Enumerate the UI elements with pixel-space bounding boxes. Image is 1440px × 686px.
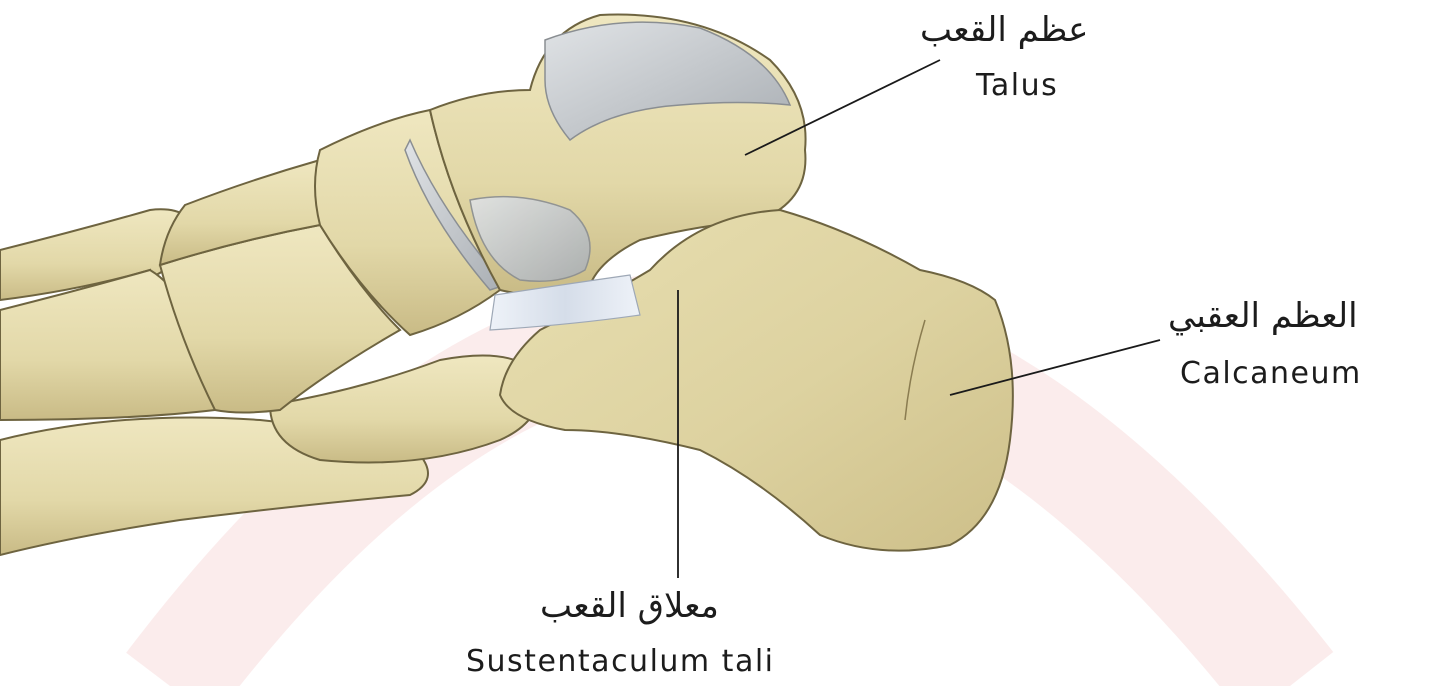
sustentaculum-label-arabic: معلاق القعب [540, 586, 719, 626]
talus-label-english: Talus [976, 68, 1058, 103]
calcaneum-label-arabic: العظم العقبي [1168, 296, 1358, 336]
sustentaculum-label-english: Sustentaculum tali [466, 644, 775, 679]
calcaneum-label-english: Calcaneum [1180, 356, 1362, 391]
talus-label-arabic: عظم القعب [920, 10, 1088, 50]
